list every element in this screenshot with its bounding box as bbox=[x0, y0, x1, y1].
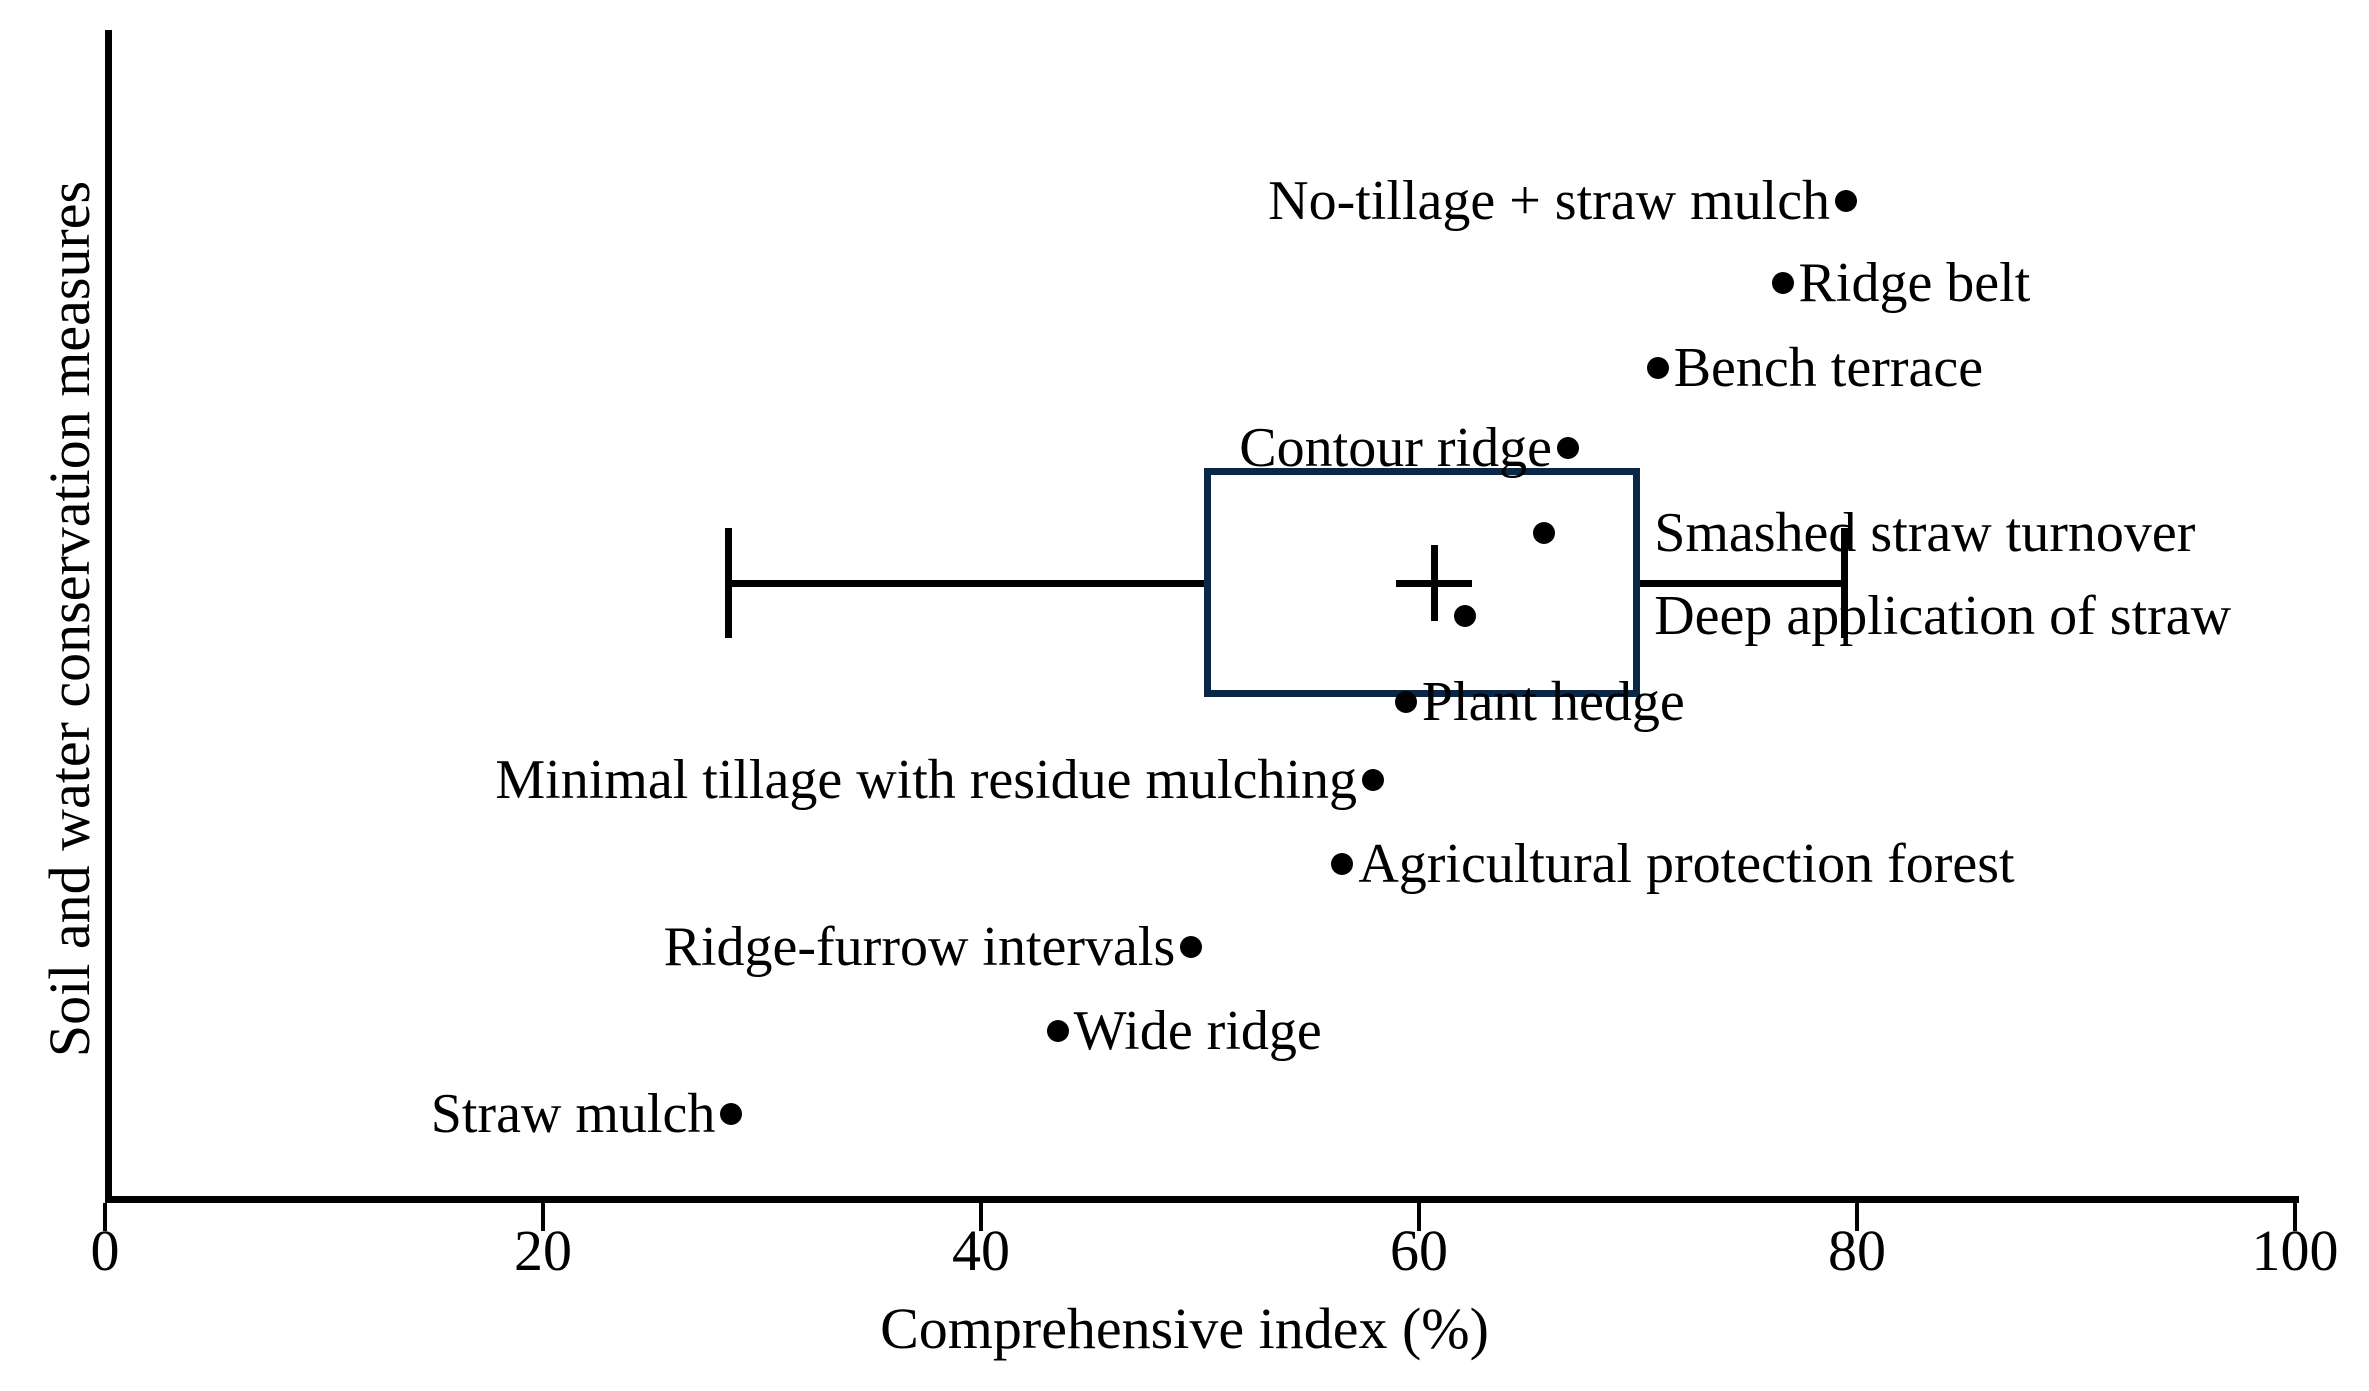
y-axis-line bbox=[105, 30, 112, 1202]
upper-whisker-line bbox=[1640, 579, 1849, 587]
x-axis-tick-label-80: 80 bbox=[1828, 1218, 1886, 1283]
data-point[interactable] bbox=[1394, 691, 1417, 713]
box-rect-iqr bbox=[1204, 468, 1641, 697]
x-axis-tick-100 bbox=[2293, 1203, 2297, 1231]
data-point-label: Wide ridge bbox=[1073, 1000, 1322, 1062]
data-point-label: Bench terrace bbox=[1673, 337, 1984, 399]
data-point[interactable] bbox=[1771, 272, 1794, 294]
x-axis-tick-20 bbox=[541, 1203, 545, 1231]
x-axis-tick-0 bbox=[103, 1203, 107, 1231]
data-point-label: Contour ridge bbox=[1239, 417, 1552, 479]
data-point-label: Agricultural protection forest bbox=[1358, 833, 2015, 895]
data-point-label: Plant hedge bbox=[1421, 671, 1685, 733]
data-point-label: Ridge belt bbox=[1798, 252, 2031, 314]
lower-whisker-cap bbox=[724, 527, 732, 638]
data-point[interactable] bbox=[1532, 522, 1555, 544]
data-point[interactable] bbox=[1453, 605, 1476, 627]
x-axis-tick-label-100: 100 bbox=[2251, 1218, 2339, 1283]
x-axis-line bbox=[105, 1196, 2299, 1203]
x-axis-tick-40 bbox=[979, 1203, 983, 1231]
data-point-label: Deep application of straw bbox=[1654, 585, 2232, 647]
upper-whisker-cap bbox=[1841, 527, 1849, 638]
x-axis-tick-label-0: 0 bbox=[90, 1218, 120, 1283]
x-axis-tick-label-40: 40 bbox=[952, 1218, 1010, 1283]
mean-marker-vertical bbox=[1431, 544, 1439, 621]
lower-whisker-line bbox=[724, 579, 1205, 587]
data-point[interactable] bbox=[720, 1103, 743, 1125]
data-point[interactable] bbox=[1046, 1020, 1069, 1042]
x-axis-tick-60 bbox=[1417, 1203, 1421, 1231]
data-point[interactable] bbox=[1180, 936, 1203, 958]
data-point[interactable] bbox=[1331, 853, 1354, 875]
data-point[interactable] bbox=[1556, 437, 1579, 459]
data-point-label: Straw mulch bbox=[430, 1083, 716, 1145]
data-point-label: Minimal tillage with residue mulching bbox=[495, 749, 1358, 811]
x-axis-title: Comprehensive index (%) bbox=[880, 1296, 1489, 1361]
data-point-label: No-tillage + straw mulch bbox=[1268, 170, 1831, 232]
data-point-label: Smashed straw turnover bbox=[1654, 502, 2196, 564]
x-axis-tick-label-60: 60 bbox=[1390, 1218, 1448, 1283]
x-axis-tick-label-20: 20 bbox=[514, 1218, 572, 1283]
data-point[interactable] bbox=[1362, 769, 1384, 791]
x-axis-tick-80 bbox=[1855, 1203, 1859, 1231]
data-point[interactable] bbox=[1646, 357, 1669, 379]
data-point[interactable] bbox=[1835, 190, 1858, 212]
data-point-label: Ridge-furrow intervals bbox=[663, 916, 1176, 978]
